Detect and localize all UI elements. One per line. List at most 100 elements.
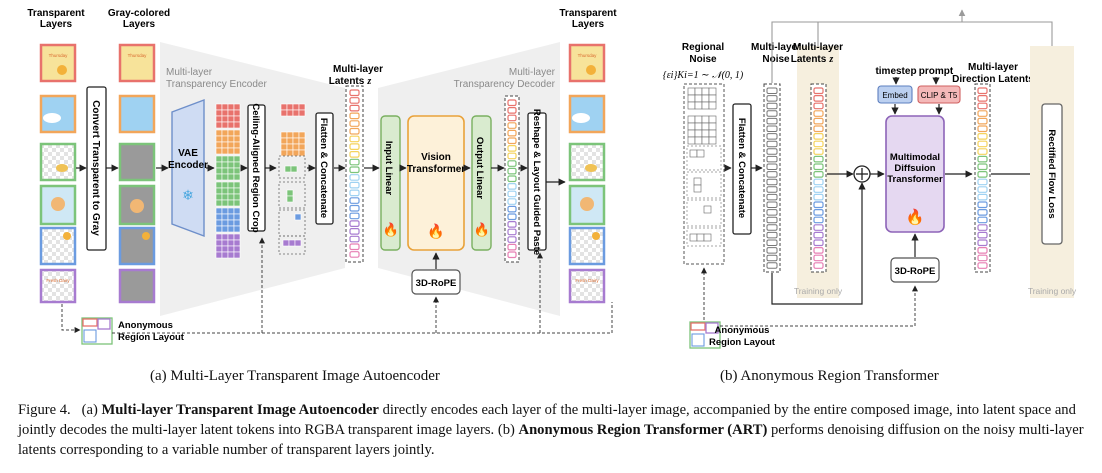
flatten-text-b: Flatten & Concatenate — [736, 118, 747, 218]
timestep-label: timestep — [875, 66, 916, 77]
noise-cell — [694, 115, 703, 124]
latent-grid-cell — [227, 167, 235, 175]
latent-grid-cell — [233, 193, 241, 201]
svg-text:Thursday: Thursday — [128, 53, 148, 58]
latent-token — [813, 209, 824, 216]
latent-token — [977, 125, 988, 133]
latent-token — [349, 251, 360, 258]
latent-token — [813, 117, 824, 125]
mmdit-block — [885, 115, 945, 233]
noise-region-frame — [686, 227, 722, 247]
latent-token — [977, 87, 988, 95]
figure-label: Figure 4. — [18, 402, 71, 418]
cropped-cell — [280, 149, 288, 157]
latent-grid-cell — [215, 155, 223, 163]
latent-token — [507, 122, 517, 129]
latent-grid-cell — [233, 233, 241, 241]
latent-token — [813, 163, 824, 171]
noise-token — [766, 254, 778, 262]
cropped-cell — [298, 143, 306, 151]
svg-text:Fresh Dairy: Fresh Dairy — [46, 278, 70, 283]
caption-bold-a: Multi-layer Transparent Image Autoencode… — [101, 402, 379, 418]
direction-token-column — [977, 87, 988, 269]
noise-token — [766, 178, 778, 186]
noise-token — [766, 117, 778, 125]
input-linear-text: Input Linear — [383, 141, 394, 196]
latent-token — [977, 216, 988, 224]
noise-cell — [693, 184, 702, 193]
latent-token — [977, 148, 988, 155]
latent-token — [977, 163, 988, 171]
latent-token — [977, 239, 988, 247]
latent-grid-cell — [227, 161, 235, 169]
latent-token — [507, 251, 517, 259]
latent-grid-cell — [215, 193, 223, 201]
latent-grid-cell — [233, 167, 241, 175]
latent-grid-cell — [227, 187, 235, 195]
latent-token — [977, 133, 988, 140]
latent-token — [507, 145, 517, 152]
noise-token — [766, 102, 778, 110]
latent-grid-cell — [221, 141, 229, 149]
cropped-cell — [286, 131, 294, 139]
region-layout-a — [81, 317, 113, 345]
latent-token — [977, 254, 988, 262]
noise-cell — [701, 94, 710, 103]
latent-token — [977, 110, 988, 117]
latent-token — [813, 224, 824, 231]
latent-grid-cell — [227, 233, 235, 241]
latent-token — [507, 198, 517, 205]
latent-grid-cell — [215, 219, 223, 227]
latent-token — [349, 104, 360, 112]
latent-token — [349, 112, 360, 120]
output-linear-block — [471, 115, 492, 251]
latent-token — [813, 254, 824, 262]
noise-token — [766, 239, 778, 246]
flatten-box-a — [315, 112, 334, 225]
output-linear-text: Output Linear — [474, 137, 485, 200]
latent-grid-cell — [233, 135, 241, 143]
latent-grid-cell — [227, 193, 235, 201]
vision-transformer-block — [407, 115, 465, 251]
cropped-cell — [298, 149, 306, 157]
latent-grid-cell — [215, 199, 223, 207]
noise-token — [766, 95, 778, 102]
cropped-cell — [298, 103, 306, 111]
latent-grid-cell — [233, 251, 241, 259]
noise-token — [766, 262, 778, 269]
cropped-cell — [298, 131, 306, 139]
latent-token — [813, 133, 824, 140]
noise-cell — [708, 115, 717, 124]
latent-token — [349, 143, 360, 150]
latent-grid-cell — [233, 121, 241, 129]
latent-grid-cell — [227, 109, 235, 117]
latent-token — [977, 140, 988, 148]
latent-token — [813, 216, 824, 224]
latent-grid-cell — [227, 199, 235, 207]
latent-token — [507, 205, 517, 213]
flatten-text-a: Flatten & Concatenate — [318, 118, 329, 218]
latent-token — [813, 186, 824, 193]
noise-token — [766, 155, 778, 163]
latent-token — [977, 224, 988, 231]
noise-cell — [687, 129, 696, 138]
region-layout-b — [689, 321, 721, 349]
flatten-box-b — [732, 103, 752, 235]
cropped-cell — [286, 143, 294, 151]
cropped-cell — [288, 239, 296, 247]
latent-grid-cell — [227, 239, 235, 247]
latent-token — [349, 151, 360, 158]
latent-grid-cell — [215, 167, 223, 175]
latent-token — [507, 152, 517, 160]
latent-token — [813, 178, 824, 186]
latent-grid-cell — [233, 199, 241, 207]
noise-token — [766, 193, 778, 201]
latent-grid-cell — [215, 225, 223, 233]
latent-token — [507, 137, 517, 145]
latent-token — [507, 213, 517, 221]
